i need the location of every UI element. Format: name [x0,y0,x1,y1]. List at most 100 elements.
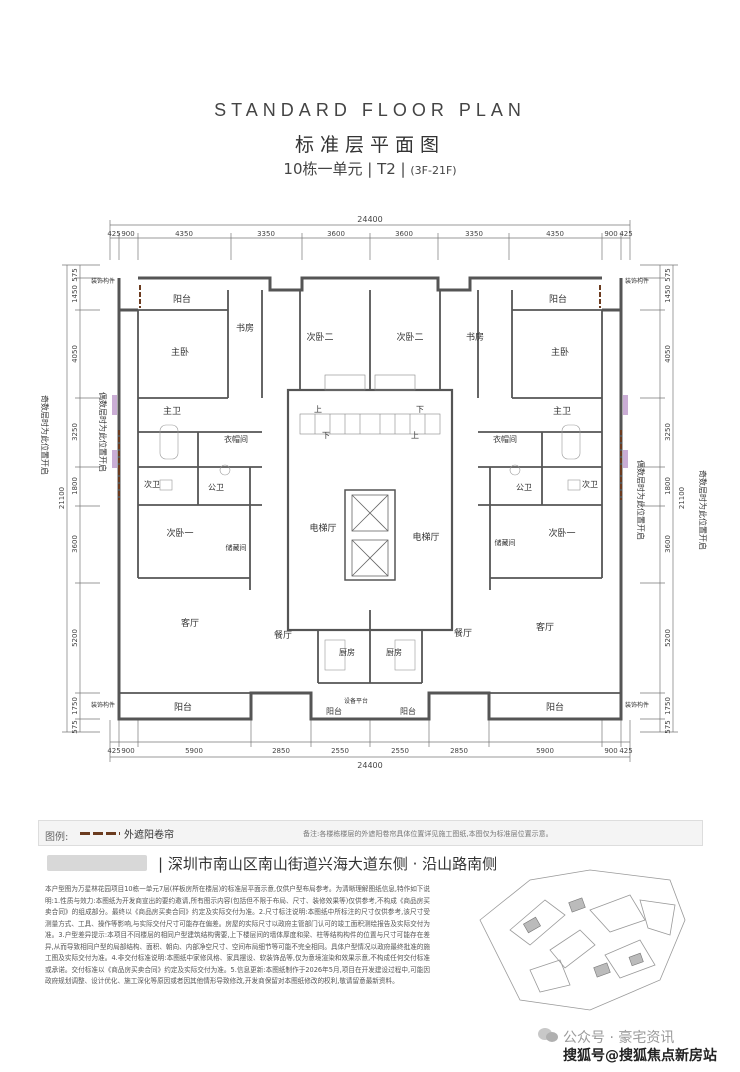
dim-left-5: 3600 [71,535,79,553]
dim-top-1: 900 [121,230,134,238]
room-second-bedroom-1-right: 次卧一 [548,527,575,539]
room-cloakroom-right: 衣帽间 [493,434,517,444]
overall-width-top: 24400 [357,215,382,224]
side-dimension-chains [62,264,678,733]
wechat-icon [538,1028,558,1042]
dim-right-3: 3250 [664,423,672,441]
dim-bottom-5: 2550 [391,747,409,755]
right-note-even: 偶数层时为此位置开启 [636,460,646,540]
right-note-odd: 奇数层时为此位置开启 [698,470,708,550]
room-kitchen-left: 厨房 [339,647,355,657]
dim-left-2: 4050 [71,345,79,363]
dim-right-2: 4050 [664,345,672,363]
title-english: STANDARD FLOOR PLAN [214,100,526,120]
dim-right-total: 21100 [678,487,686,509]
room-balcony-bottom-left: 阳台 [174,701,192,713]
room-master-bath-right: 主卫 [553,405,571,417]
stair-down-left: 下 [322,431,330,440]
room-cloakroom-left: 衣帽间 [224,434,248,444]
dim-bottom-0: 425 [107,747,120,755]
room-balcony-bottom-right: 阳台 [546,701,564,713]
legend-swatch [80,832,120,835]
top-dimension-chain [109,220,631,260]
stairs [299,374,441,435]
dim-right-4: 1800 [664,477,672,495]
dim-top-8: 900 [604,230,617,238]
legend-label: 图例: [45,832,69,843]
room-dining-right: 餐厅 [454,627,472,639]
dim-bottom-9: 425 [619,747,632,755]
dim-bottom-1: 900 [121,747,134,755]
dim-left-0: 575 [71,268,79,281]
dim-top-0: 425 [107,230,120,238]
equipment-platform-label: 设备平台 [344,697,368,705]
room-dining-left: 餐厅 [274,629,292,641]
stair-up-right: 上 [411,431,419,440]
fixtures [159,424,581,671]
dim-bottom-8: 900 [604,747,617,755]
dim-left-1: 1450 [71,285,79,303]
left-note-even: 奇数层时为此位置开启 [40,395,50,475]
room-second-bedroom-2-left: 次卧二 [306,331,333,343]
sunshade-top-right: 装饰构件 [625,277,649,285]
elevator-shafts [351,494,389,577]
room-storage-left: 储藏间 [226,543,247,552]
sunshade-bottom-left: 装饰构件 [91,701,115,709]
room-kitchen-right: 厨房 [386,647,402,657]
room-balcony-top-left: 阳台 [173,293,191,305]
room-living-left: 客厅 [181,617,199,629]
dim-top-3: 3350 [257,230,275,238]
room-secondary-bath-right: 次卫 [582,479,598,489]
floor-plan: 24400 425 900 4350 3350 3600 3600 3350 4… [40,215,708,770]
room-study-left: 书房 [236,322,254,334]
dim-left-total: 21100 [58,487,66,509]
room-elevator-hall-right: 电梯厅 [412,531,439,543]
room-balcony-top-right: 阳台 [549,293,567,305]
sunshade-top-left: 装饰构件 [91,277,115,285]
title-chinese: 标准层平面图 [294,134,445,156]
external-shutters [118,285,622,500]
dim-top-9: 425 [619,230,632,238]
room-public-bath-left: 公卫 [208,483,224,492]
room-elevator-hall-left: 电梯厅 [309,522,336,534]
watermark-line1: 公众号 · 豪宅资讯 [563,1030,675,1046]
dim-right-1: 1450 [664,285,672,303]
room-living-right: 客厅 [536,621,554,633]
room-storage-right: 储藏间 [495,538,516,547]
site-plan [479,869,686,1011]
room-master-bath-left: 主卫 [163,405,181,417]
disclaimer-text: 本户型图为万星林花园项目10栋一单元7层(样板房所在楼层)的标准层平面示意,仅供… [45,885,430,985]
dim-right-0: 575 [664,268,672,281]
dim-left-4: 1800 [71,477,79,495]
dim-right-8: 575 [664,720,672,733]
dim-right-5: 3600 [664,535,672,553]
dim-bottom-6: 2850 [450,747,468,755]
room-balcony-bottom-center-right: 阳台 [400,706,416,716]
exterior-walls [117,276,623,721]
dim-left-7: 1750 [71,697,79,715]
bottom-dimension-labels: 425 900 5900 2850 2550 2550 2850 5900 90… [107,747,632,755]
watermark-line2: 搜狐号@搜狐焦点新房站 [563,1048,717,1064]
dim-left-6: 5200 [71,629,79,647]
dim-bottom-7: 5900 [536,747,554,755]
dim-bottom-4: 2550 [331,747,349,755]
subtitle-floors: (3F-21F) [410,164,457,177]
dim-left-8: 575 [71,720,79,733]
dim-top-7: 4350 [546,230,564,238]
left-note-odd: 偶数层时为此位置开启 [98,392,108,472]
dim-right-6: 5200 [664,629,672,647]
blurred-project-name [47,855,147,871]
dim-top-4: 3600 [327,230,345,238]
dim-top-2: 4350 [175,230,193,238]
room-second-bedroom-1-left: 次卧一 [166,527,193,539]
legend-note: 备注:各楼栋楼层的外遮阳卷帘具体位置详见施工图纸,本图仅为标准层位置示意。 [303,830,553,838]
dim-left-3: 3250 [71,423,79,441]
overall-width-bottom: 24400 [357,761,382,770]
window-notes: 奇数层时为此位置开启 偶数层时为此位置开启 偶数层时为此位置开启 奇数层时为此位… [40,392,708,550]
room-labels: 阳台 阳台 书房 书房 次卧二 次卧二 主卧 主卧 主卫 主卫 衣帽间 衣帽间 … [91,277,649,716]
stair-down-right: 下 [416,405,424,414]
dim-bottom-3: 2850 [272,747,290,755]
dim-bottom-2: 5900 [185,747,203,755]
room-public-bath-right: 公卫 [516,483,532,492]
interior-walls [119,290,621,694]
